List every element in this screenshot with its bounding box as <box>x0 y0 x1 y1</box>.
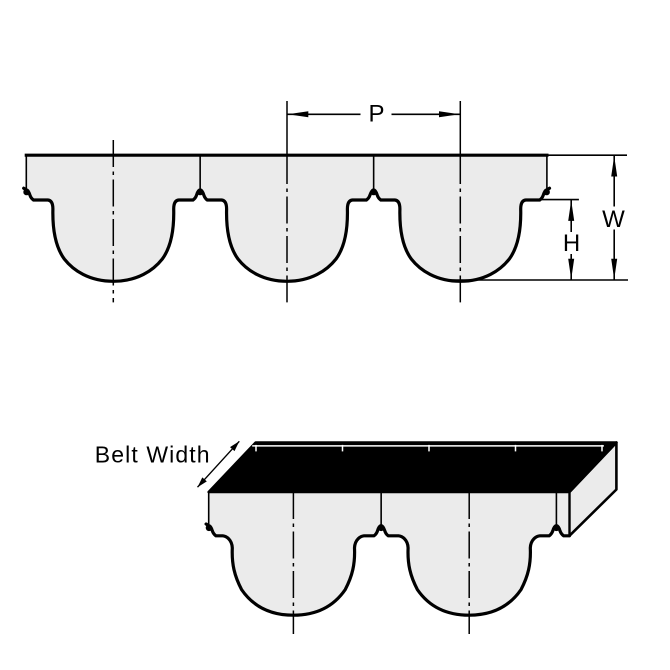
svg-text:P: P <box>368 101 384 128</box>
svg-text:H: H <box>563 230 580 257</box>
svg-text:Belt Width: Belt Width <box>95 441 211 467</box>
svg-text:W: W <box>602 206 625 233</box>
